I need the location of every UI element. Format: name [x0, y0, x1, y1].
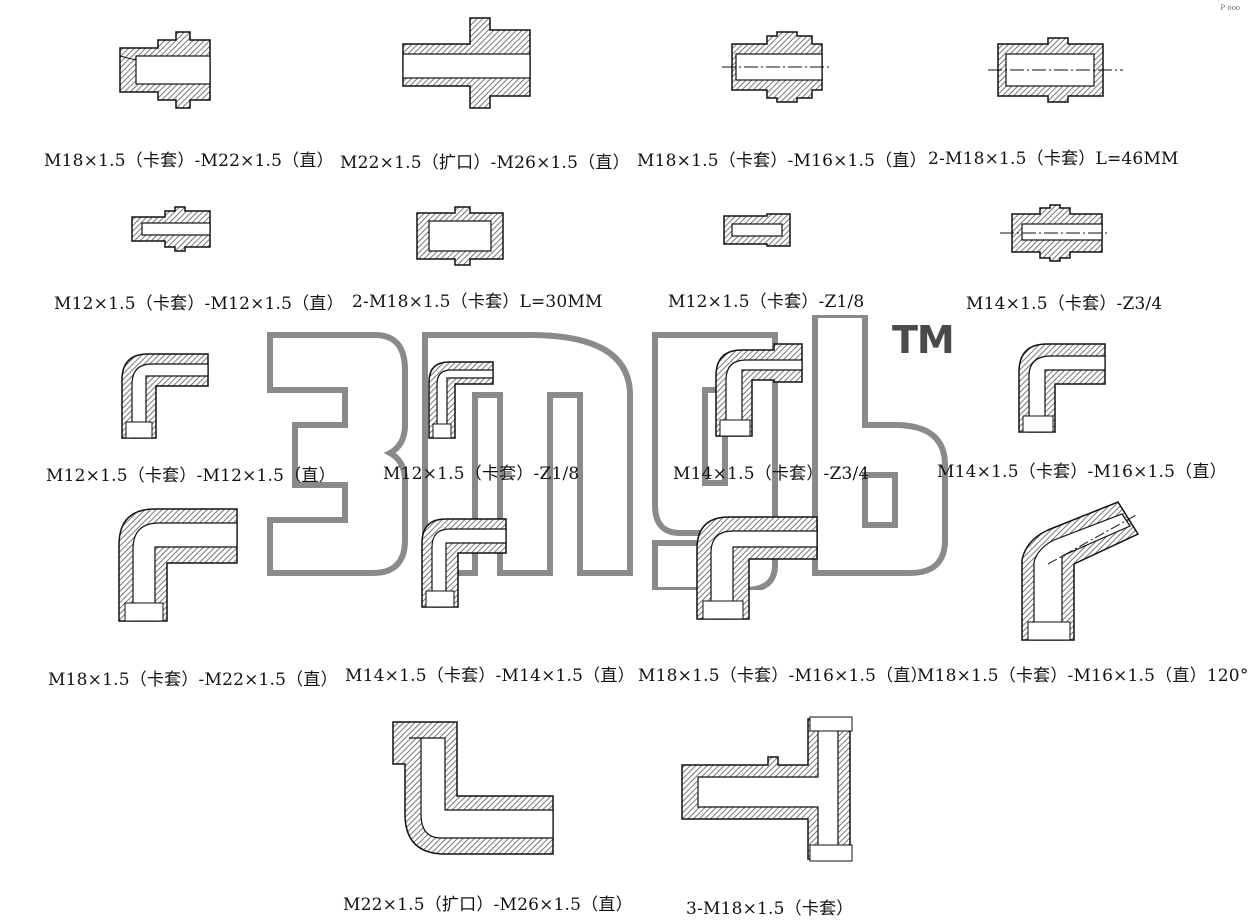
- part-label: M14×1.5（卡套）-M14×1.5（直）: [345, 666, 635, 686]
- part-drawing: [696, 516, 818, 620]
- part-label: M12×1.5（卡套）-Z1/8: [383, 464, 580, 484]
- part-drawing: [723, 213, 791, 247]
- part-label: M14×1.5（卡套）-M16×1.5（直）: [937, 462, 1227, 482]
- part-label: 2-M18×1.5（卡套）L=30MM: [352, 292, 603, 312]
- part-drawing: [428, 361, 494, 439]
- trademark-symbol: TM: [892, 318, 955, 362]
- part-drawing: [988, 37, 1123, 103]
- part-drawing: [119, 31, 211, 109]
- part-drawing: [392, 721, 554, 855]
- part-drawing: [131, 206, 211, 252]
- part-label: M18×1.5（卡套）-M22×1.5（直）: [44, 151, 334, 171]
- part-label: M12×1.5（卡套）-M12×1.5（直）: [46, 466, 336, 486]
- watermark-logo: [267, 315, 948, 590]
- part-label: 3-M18×1.5（卡套）: [686, 899, 854, 919]
- part-label: 2-M18×1.5（卡套）L=46MM: [928, 149, 1179, 169]
- part-label: M14×1.5（卡套）-Z3/4: [673, 464, 870, 484]
- part-label: M22×1.5（扩口）-M26×1.5（直）: [343, 895, 633, 915]
- part-label: M18×1.5（卡套）-M22×1.5（直）: [48, 670, 338, 690]
- part-label: M22×1.5（扩口）-M26×1.5（直）: [340, 153, 630, 173]
- part-label: M14×1.5（卡套）-Z3/4: [966, 294, 1163, 314]
- part-label: M12×1.5（卡套）-M12×1.5（直）: [54, 294, 344, 314]
- part-drawing: [722, 31, 832, 103]
- part-drawing: [1021, 501, 1140, 641]
- part-label: M18×1.5（卡套）-M16×1.5（直）120°: [917, 666, 1248, 686]
- corner-mark: P ooo: [1220, 4, 1240, 12]
- part-drawing: [715, 343, 803, 437]
- part-drawing: [1000, 204, 1110, 262]
- part-label: M18×1.5（卡套）-M16×1.5（直）: [638, 666, 928, 686]
- part-drawing: [681, 716, 853, 862]
- part-drawing: [402, 17, 531, 109]
- part-label: M18×1.5（卡套）-M16×1.5（直）: [637, 151, 927, 171]
- part-drawing: [121, 353, 209, 439]
- part-drawing: [421, 518, 507, 608]
- part-drawing: [1018, 343, 1106, 433]
- part-drawing: [416, 206, 504, 266]
- part-drawing: [118, 508, 238, 622]
- part-label: M12×1.5（卡套）-Z1/8: [668, 292, 865, 312]
